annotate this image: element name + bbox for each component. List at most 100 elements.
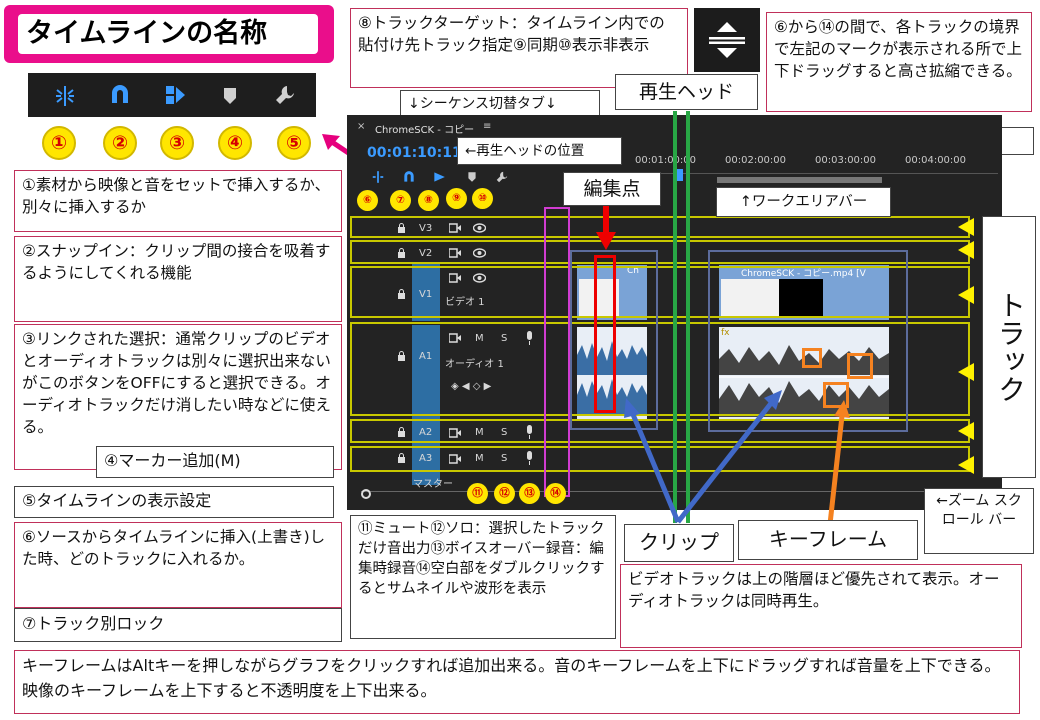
work-area-bar[interactable] [717, 177, 882, 183]
linked-selection-icon[interactable] [163, 83, 187, 107]
track-num-13: ⑬ [519, 483, 540, 504]
sequence-tab[interactable]: ChromeSCK - コピー [375, 125, 475, 136]
track-name-a1: オーディオ 1 [445, 359, 504, 370]
wrench-icon[interactable] [495, 170, 509, 184]
insert-mode-icon[interactable] [53, 84, 77, 108]
track-label-v1: V1 [419, 289, 433, 300]
video-clip-right[interactable]: ChromeSCK - コピー.mp4 [V [719, 265, 889, 320]
time-ruler[interactable]: 00:01:00:00 00:02:00:00 00:03:00:00 00:0… [633, 153, 998, 174]
tab-close-icon[interactable]: × [357, 121, 366, 132]
arrow-left-icon [958, 456, 974, 474]
keyframe-nav-icon[interactable]: ◈ ◀ ◇ ▶ [451, 381, 492, 392]
sync-icon[interactable] [449, 428, 461, 438]
sync-icon[interactable] [449, 333, 461, 343]
track-label-a2: A2 [419, 427, 433, 438]
sequence-tab-bar: × ChromeSCK - コピー ≡ [347, 119, 1002, 137]
label-playhead-position: ←再生ヘッドの位置 [457, 137, 622, 165]
lock-icon[interactable] [397, 248, 406, 258]
snap-icon[interactable] [402, 170, 416, 184]
arrow-left-icon [958, 218, 974, 236]
track-name-v1: ビデオ 1 [445, 297, 485, 308]
lock-icon[interactable] [397, 223, 406, 233]
lock-icon[interactable] [397, 427, 406, 437]
playhead-line [686, 111, 690, 523]
lock-icon[interactable] [397, 351, 406, 361]
track-label-a3: A3 [419, 453, 433, 464]
insert-mode-icon[interactable] [371, 170, 385, 184]
note-timeline-display: ⑤タイムラインの表示設定 [14, 486, 334, 518]
track-label-v2: V2 [419, 248, 433, 259]
keyframe-marker[interactable] [847, 353, 873, 379]
label-keyframe: キーフレーム [738, 520, 918, 560]
track-label-master: マスター [413, 479, 453, 490]
toolbar-strip [28, 73, 316, 117]
clip-thumbnail [779, 279, 823, 317]
clip-outline-left [570, 250, 658, 430]
note-video-order: ビデオトラックは上の階層ほど優先されて表示。オーディオトラックは同時再生。 [620, 564, 1022, 648]
mute-button[interactable]: M [475, 427, 484, 438]
track-num-6: ⑥ [357, 190, 378, 211]
toolbar-num-5: ⑤ [277, 126, 311, 160]
eye-icon[interactable] [473, 248, 486, 258]
ruler-tick-label: 00:02:00:00 [725, 155, 787, 166]
arrow-left-icon [958, 286, 974, 304]
toolbar-num-2: ② [103, 126, 137, 160]
track-target-a1[interactable] [412, 325, 440, 485]
solo-button[interactable]: S [501, 333, 508, 344]
keyframe-marker[interactable] [802, 348, 822, 368]
mute-button[interactable]: M [475, 333, 484, 344]
label-sequence-tab: ↓シーケンス切替タブ↓ [400, 90, 600, 118]
track-label-a1: A1 [419, 351, 433, 362]
clip-outline-right [708, 250, 908, 432]
linked-selection-icon[interactable] [432, 170, 446, 184]
lock-icon[interactable] [397, 453, 406, 463]
label-playhead: 再生ヘッド [615, 74, 758, 110]
track-num-14: ⑭ [545, 483, 566, 504]
mic-icon[interactable] [525, 331, 534, 345]
mic-icon[interactable] [525, 425, 534, 439]
eye-icon[interactable] [473, 223, 486, 233]
arrow-left-icon [958, 363, 974, 381]
ruler-tick-label: 00:01:00:00 [635, 155, 697, 166]
snap-icon[interactable] [108, 83, 132, 107]
sync-icon[interactable] [449, 248, 461, 258]
note-linked-selection: ③リンクされた選択：通常クリップのビデオとオーディオトラックは別々に選択出来ない… [14, 324, 342, 470]
ruler-tick-label: 00:04:00:00 [905, 155, 967, 166]
label-track: トラック [982, 216, 1036, 478]
timecode[interactable]: 00:01:10:11 [367, 145, 462, 161]
sync-icon[interactable] [449, 273, 461, 283]
lock-icon[interactable] [397, 289, 406, 299]
clip-thumbnail [579, 279, 619, 317]
tab-menu-icon[interactable]: ≡ [483, 121, 492, 132]
keyframe-marker[interactable] [823, 382, 849, 408]
solo-button[interactable]: S [501, 427, 508, 438]
wrench-icon[interactable] [273, 83, 297, 107]
sync-icon[interactable] [449, 454, 461, 464]
track-target-v1[interactable] [412, 263, 440, 321]
label-zoom-scroll: ←ズーム スクロール バー [924, 488, 1034, 554]
note-track-lock: ⑦トラック別ロック [14, 608, 342, 642]
ruler-tick-label: 00:03:00:00 [815, 155, 877, 166]
track-num-8: ⑧ [418, 190, 439, 211]
add-marker-icon[interactable] [467, 171, 477, 183]
note-source-patch: ⑥ソースからタイムラインに挿入(上書き)した時、どのトラックに入れるか。 [14, 522, 342, 608]
toolbar-num-4: ④ [218, 126, 252, 160]
label-clip: クリップ [624, 524, 734, 562]
title-box: タイムラインの名称 [4, 5, 334, 63]
solo-button[interactable]: S [501, 453, 508, 464]
note-insert-mode: ①素材から映像と音をセットで挿入するか、別々に挿入するか [14, 170, 342, 232]
sync-icon[interactable] [449, 223, 461, 233]
video-clip-left[interactable]: Ch [577, 265, 647, 320]
edit-point-box [594, 255, 616, 413]
eye-icon[interactable] [473, 273, 486, 283]
track-num-9: ⑨ [446, 188, 467, 209]
arrow-left-icon [958, 241, 974, 259]
label-track-text: トラック [994, 291, 1027, 403]
mute-button[interactable]: M [475, 453, 484, 464]
mic-icon[interactable] [525, 451, 534, 465]
clip-thumbnail [721, 279, 779, 317]
zoom-handle-left[interactable] [361, 489, 371, 499]
add-marker-icon[interactable] [222, 86, 238, 106]
resize-cursor-box [694, 8, 760, 72]
playhead-marker[interactable] [673, 169, 683, 181]
